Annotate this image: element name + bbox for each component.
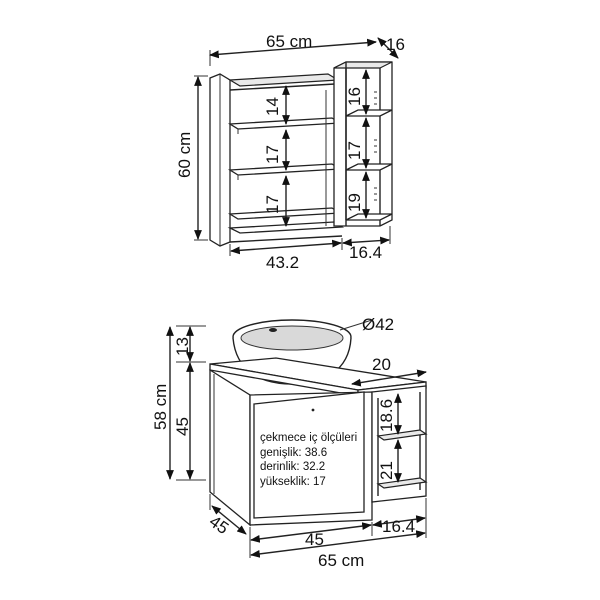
vanity-cabinet-unit: Ø42 13 45 58 cm 20 18.6 21 çekmece iç öl… bbox=[151, 315, 428, 570]
shelf-width-dimension-line bbox=[372, 515, 426, 528]
drawer-note-height: yükseklik: 17 bbox=[260, 476, 326, 488]
right-shelf-2-label: 17 bbox=[345, 141, 364, 160]
drawer-note-depth: derinlik: 32.2 bbox=[260, 461, 325, 473]
top-width-label: 65 cm bbox=[266, 32, 312, 51]
left-shelf-3-label: 17 bbox=[263, 195, 282, 214]
top-depth-label: 16 bbox=[386, 35, 405, 54]
top-depth-dimension-line bbox=[377, 37, 399, 59]
right-width-label: 16.4 bbox=[349, 243, 382, 262]
cabinet-depth-dimension-line bbox=[211, 505, 247, 535]
total-height-label: 58 cm bbox=[151, 384, 170, 430]
cabinet-depth-label: 45 bbox=[206, 512, 232, 538]
top-height-label: 60 cm bbox=[175, 132, 194, 178]
left-shelf-1-label: 14 bbox=[263, 97, 282, 116]
cabinet-height-label: 45 bbox=[173, 417, 192, 436]
top-width-dimension-line bbox=[209, 38, 377, 59]
left-width-dimension-line bbox=[230, 239, 342, 255]
drawer-note-title: çekmece iç ölçüleri bbox=[260, 432, 357, 444]
left-shelf-2-label: 17 bbox=[263, 145, 282, 164]
drawer-note-width: genişlik: 38.6 bbox=[260, 447, 327, 459]
shelf-width-label: 16.4 bbox=[382, 517, 415, 536]
shelf-height-1-label: 18.6 bbox=[377, 399, 396, 432]
right-shelf-1-label: 16 bbox=[345, 87, 364, 106]
wall-shelf-unit: 65 cm 16 60 cm 14 17 17 16 17 19 43.2 16… bbox=[175, 32, 405, 272]
left-width-label: 43.2 bbox=[266, 253, 299, 272]
total-width-dimension-line bbox=[250, 530, 426, 558]
shelf-height-2-label: 21 bbox=[377, 461, 396, 480]
shelf-depth-dimension-line bbox=[351, 369, 427, 387]
basin-height-label: 13 bbox=[173, 337, 192, 356]
basin-diameter-label: Ø42 bbox=[362, 315, 394, 334]
shelf-depth-label: 20 bbox=[372, 355, 391, 374]
drawer-inner-dimensions-note: çekmece iç ölçüleri genişlik: 38.6 derin… bbox=[260, 432, 357, 488]
total-width-label: 65 cm bbox=[318, 551, 364, 570]
right-width-dimension-line bbox=[342, 236, 390, 247]
right-shelf-3-label: 19 bbox=[345, 193, 364, 212]
